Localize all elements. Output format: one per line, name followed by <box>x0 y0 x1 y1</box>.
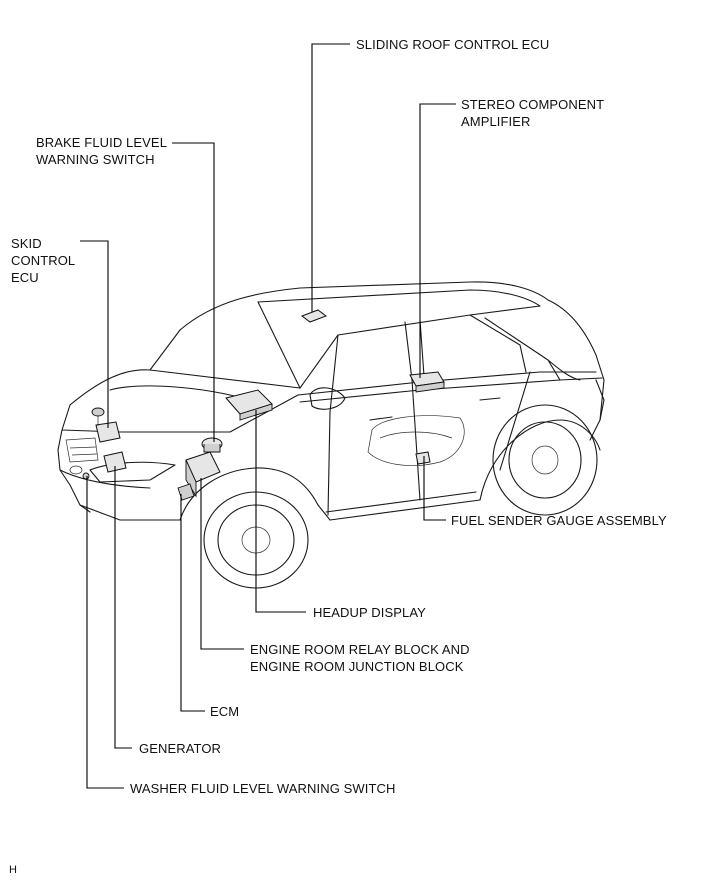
figure-code-text: H <box>9 864 18 876</box>
label-generator: GENERATOR <box>139 740 221 757</box>
headup-display-part <box>225 389 273 421</box>
label-text-line2: AMPLIFIER <box>461 114 531 129</box>
washer-switch-part <box>82 472 90 480</box>
stereo-amplifier-part <box>409 371 445 393</box>
label-engine-room-relay-block: ENGINE ROOM RELAY BLOCK AND ENGINE ROOM … <box>250 641 470 675</box>
label-washer-fluid-level-warning-switch: WASHER FLUID LEVEL WARNING SWITCH <box>130 780 396 797</box>
sliding-roof-ecu-part <box>300 309 328 323</box>
skid-control-ecu-part <box>91 407 121 443</box>
brake-fluid-switch-part <box>201 437 223 453</box>
label-text: FUEL SENDER GAUGE ASSEMBLY <box>451 513 667 528</box>
label-text: ECM <box>210 704 240 719</box>
generator-part <box>103 451 127 473</box>
label-text: HEADUP DISPLAY <box>313 605 426 620</box>
label-text-line2: CONTROL <box>11 253 76 268</box>
label-text-line1: SKID <box>11 236 42 251</box>
label-text-line3: ECU <box>11 270 39 285</box>
figure-code: H <box>9 862 17 879</box>
label-text: WASHER FLUID LEVEL WARNING SWITCH <box>130 781 396 796</box>
label-stereo-component-amplifier: STEREO COMPONENT AMPLIFIER <box>461 96 604 130</box>
leader-lines <box>80 43 456 789</box>
label-text-line1: STEREO COMPONENT <box>461 97 605 112</box>
car-body <box>57 281 605 589</box>
label-fuel-sender-gauge-assembly: FUEL SENDER GAUGE ASSEMBLY <box>451 512 667 529</box>
label-text-line2: ENGINE ROOM JUNCTION BLOCK <box>250 659 464 674</box>
label-sliding-roof-control-ecu: SLIDING ROOF CONTROL ECU <box>356 36 549 53</box>
engine-room-relay-block-part <box>185 451 221 498</box>
label-ecm: ECM <box>210 703 239 720</box>
label-text: GENERATOR <box>139 741 222 756</box>
fuel-sender-part <box>415 451 431 465</box>
label-text-line1: ENGINE ROOM RELAY BLOCK AND <box>250 642 470 657</box>
label-brake-fluid-level-warning-switch: BRAKE FLUID LEVEL WARNING SWITCH <box>36 134 167 168</box>
label-skid-control-ecu: SKID CONTROL ECU <box>11 235 75 286</box>
label-text-line2: WARNING SWITCH <box>36 152 155 167</box>
label-text-line1: BRAKE FLUID LEVEL <box>36 135 168 150</box>
label-headup-display: HEADUP DISPLAY <box>313 604 426 621</box>
label-text: SLIDING ROOF CONTROL ECU <box>356 37 550 52</box>
